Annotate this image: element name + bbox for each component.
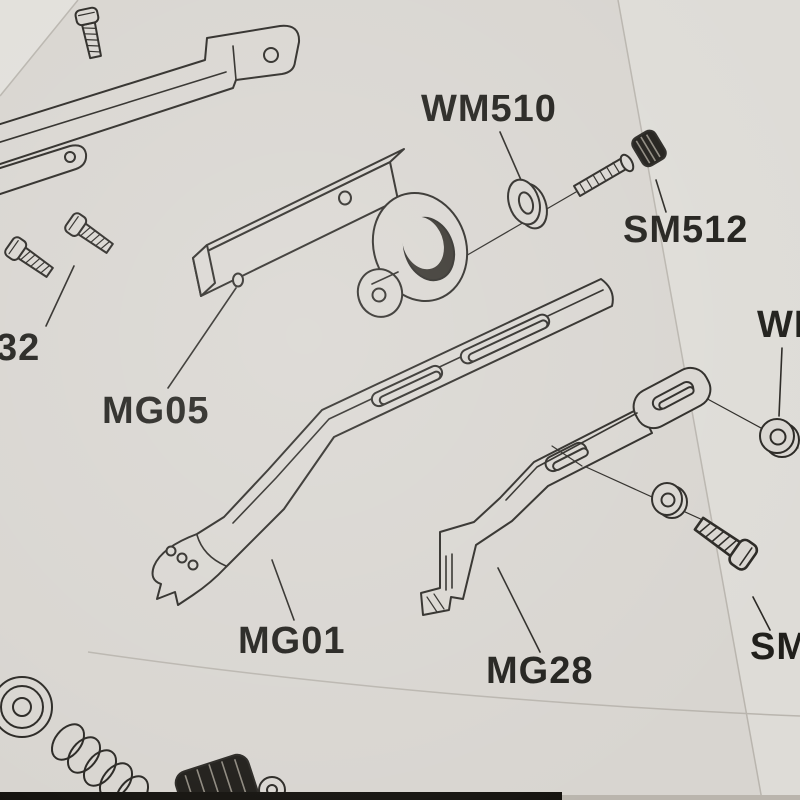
label-mg28: MG28 (486, 650, 593, 692)
label-mg01: MG01 (238, 620, 345, 662)
mg05-hole-right (338, 190, 352, 206)
washer-hole (660, 492, 676, 508)
bracket2-hole (64, 151, 76, 163)
label-left-partial: 32 (0, 327, 40, 369)
mg01-hole-2 (176, 552, 188, 564)
photo-bottom-strip (0, 792, 562, 800)
mg05-hole-left (232, 272, 244, 288)
bracket-hole (263, 47, 279, 63)
mg01-hole-3 (187, 559, 199, 571)
mg01-hole-1 (165, 545, 177, 557)
disc-center (12, 697, 32, 717)
photo-bottom-strip-right (562, 795, 800, 800)
disc-part (0, 676, 53, 738)
label-wm510: WM510 (421, 88, 557, 130)
label-mg05: MG05 (102, 390, 209, 432)
label-wm-partial: WM (757, 304, 800, 346)
label-sm-partial: SM (750, 626, 800, 668)
label-sm512: SM512 (623, 209, 748, 251)
clamp-lug-hole (371, 287, 387, 303)
washer-hole (769, 428, 787, 446)
